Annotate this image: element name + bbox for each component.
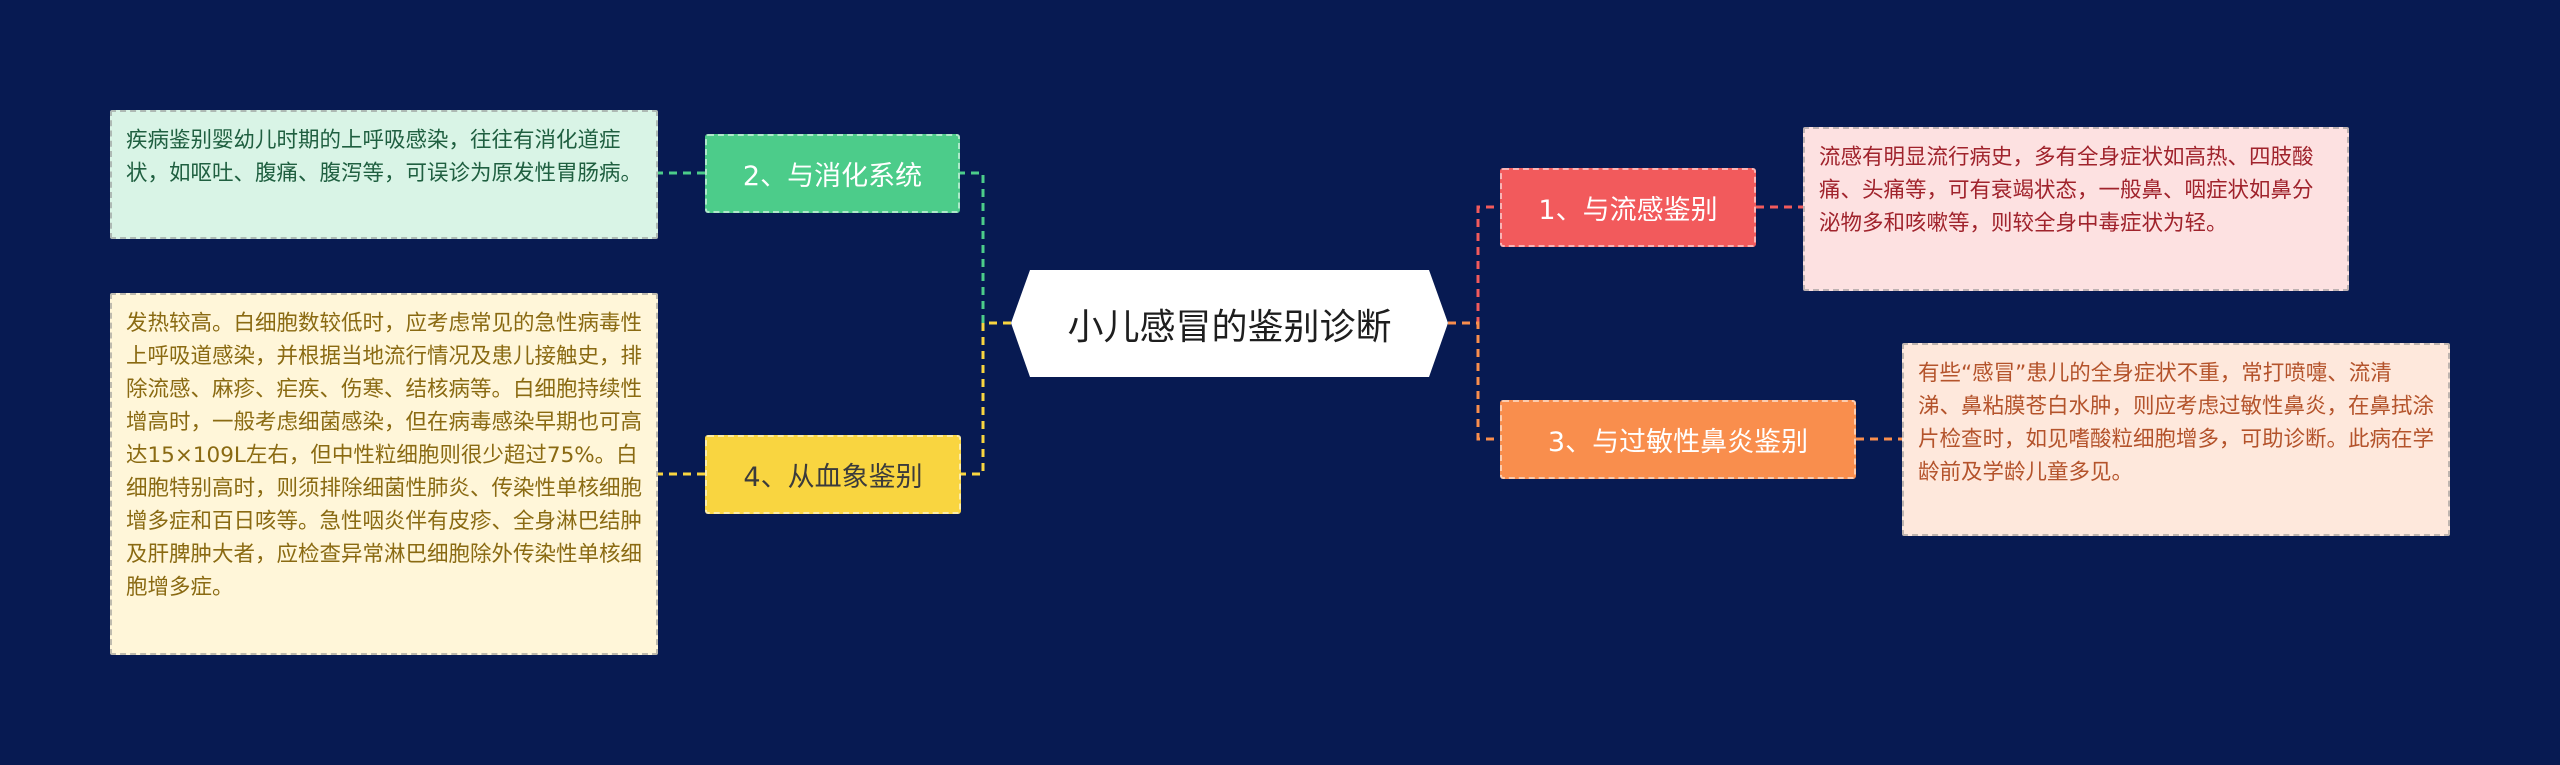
branch-rhinitis-description-text: 有些“感冒”患儿的全身症状不重，常打喷嚏、流清涕、鼻粘膜苍白水肿，则应考虑过敏性… (1918, 361, 2435, 485)
connector-center-flu (1448, 205, 1500, 325)
branch-digestive-description-text: 疾病鉴别婴幼儿时期的上呼吸感染，往往有消化道症状，如呕吐、腹痛、腹泻等，可误诊为… (126, 128, 643, 186)
branch-rhinitis-description[interactable]: 有些“感冒”患儿的全身症状不重，常打喷嚏、流清涕、鼻粘膜苍白水肿，则应考虑过敏性… (1902, 343, 2450, 536)
branch-digestive[interactable]: 2、与消化系统 (705, 134, 960, 213)
branch-flu-description-text: 流感有明显流行病史，多有全身症状如高热、四肢酸痛、头痛等，可有衰竭状态，一般鼻、… (1819, 145, 2314, 236)
branch-flu[interactable]: 1、与流感鉴别 (1500, 168, 1756, 247)
branch-flu-description[interactable]: 流感有明显流行病史，多有全身症状如高热、四肢酸痛、头痛等，可有衰竭状态，一般鼻、… (1803, 127, 2349, 291)
branch-blood-description[interactable]: 发热较高。白细胞数较低时，应考虑常见的急性病毒性上呼吸道感染，并根据当地流行情况… (110, 293, 658, 655)
branch-blood-description-text: 发热较高。白细胞数较低时，应考虑常见的急性病毒性上呼吸道感染，并根据当地流行情况… (126, 311, 643, 600)
branch-blood-label: 4、从血象鉴别 (743, 462, 923, 493)
branch-blood[interactable]: 4、从血象鉴别 (705, 435, 961, 514)
branch-rhinitis-label: 3、与过敏性鼻炎鉴别 (1547, 427, 1809, 458)
connector-center-rhinitis (1448, 321, 1500, 441)
branch-digestive-description[interactable]: 疾病鉴别婴幼儿时期的上呼吸感染，往往有消化道症状，如呕吐、腹痛、腹泻等，可误诊为… (110, 110, 658, 239)
branch-flu-label: 1、与流感鉴别 (1538, 195, 1718, 226)
central-topic[interactable]: 小儿感冒的鉴别诊断 (1011, 270, 1448, 377)
connector-center-blood (961, 321, 1011, 476)
branch-digestive-label: 2、与消化系统 (742, 161, 923, 192)
branch-rhinitis[interactable]: 3、与过敏性鼻炎鉴别 (1500, 400, 1856, 479)
connector-center-digestive (960, 171, 1011, 325)
central-topic-title: 小儿感冒的鉴别诊断 (1067, 306, 1392, 348)
